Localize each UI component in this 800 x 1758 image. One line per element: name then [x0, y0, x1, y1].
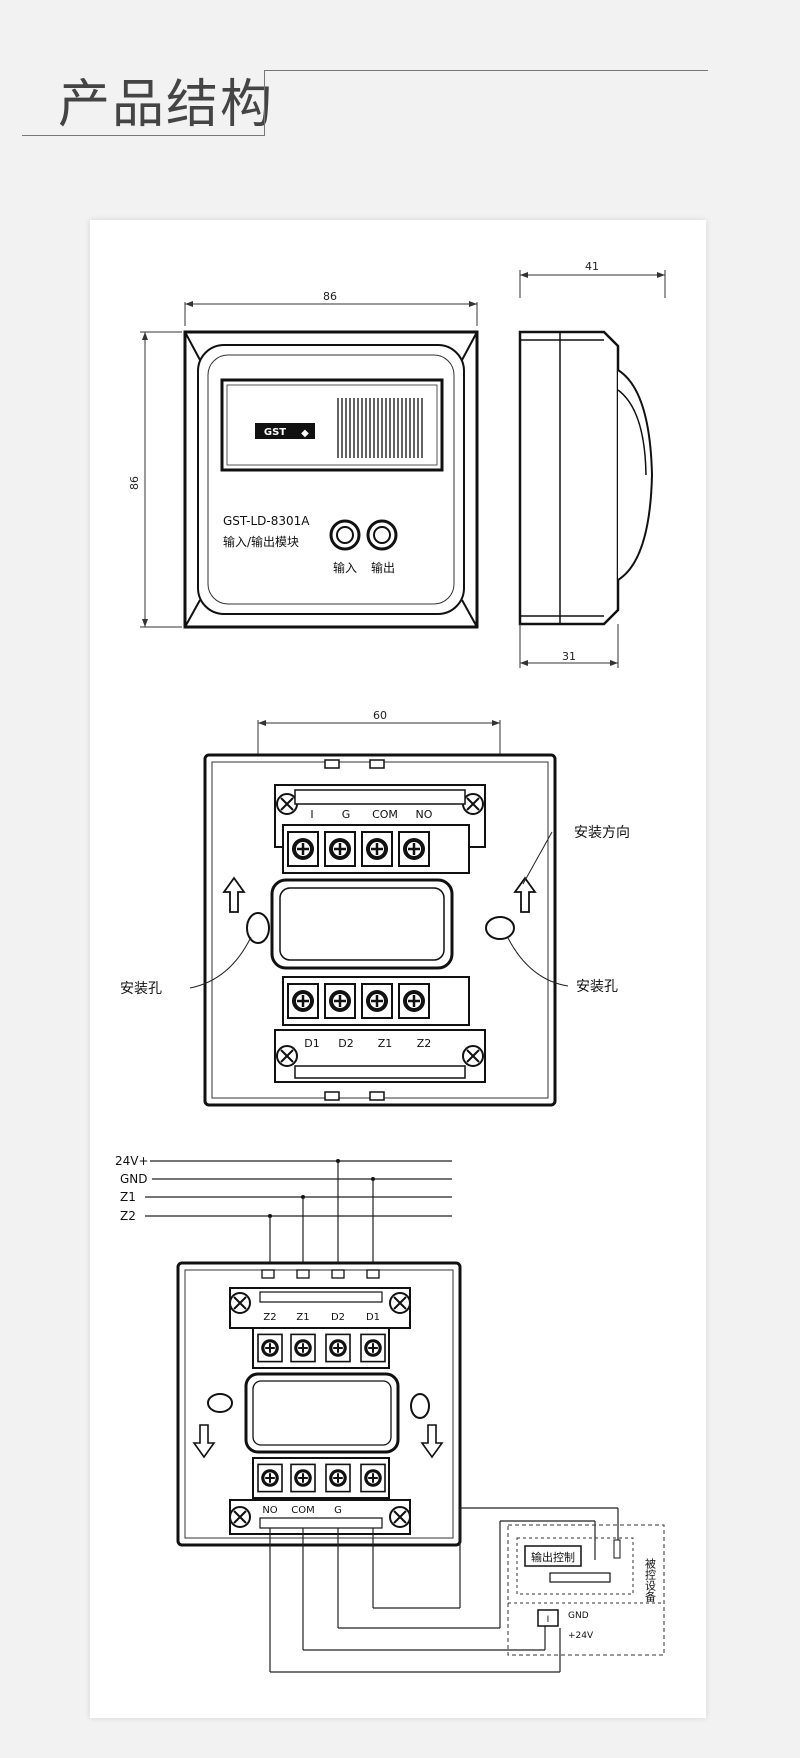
- controlled-device: 输出控制 I GND +24V 被控设备: [507, 1524, 665, 1656]
- svg-text:◆: ◆: [301, 428, 309, 439]
- output-led: [366, 519, 398, 551]
- device-label: 被控设备: [644, 1558, 657, 1603]
- back-terminal-top-4: NO: [416, 808, 433, 821]
- hole-spacing-dim: 60: [373, 709, 387, 722]
- header-rule-bottom: [22, 135, 265, 136]
- wiring-diagram: 24V+ GND Z1 Z2 Z2 Z1 D2 D1: [115, 1154, 665, 1673]
- direction-arrow-left-icon: [222, 876, 246, 913]
- mount-hole-right-label: 安装孔: [576, 979, 618, 995]
- wiring-terminal-top-2: Z1: [296, 1312, 309, 1323]
- front-height-dim: 86: [128, 476, 141, 490]
- back-terminal-bottom-2: D2: [338, 1037, 353, 1050]
- input-led: [329, 519, 361, 551]
- bus-24v: 24V+: [115, 1154, 149, 1168]
- back-terminal-top-1: I: [310, 808, 313, 821]
- svg-text:GST: GST: [264, 427, 286, 438]
- header-rule-top: [264, 70, 708, 71]
- bus-gnd: GND: [120, 1172, 148, 1186]
- back-terminal-bottom-1: D1: [304, 1037, 319, 1050]
- back-view: 60 I G COM NO D1 D2 Z1 Z2: [120, 709, 630, 1107]
- direction-arrow-right-icon: [513, 876, 537, 913]
- diagram-card: 86 86 GST ◆: [90, 220, 706, 1718]
- back-terminal-bottom-3: Z1: [378, 1037, 393, 1050]
- front-width-dim: 86: [323, 290, 337, 303]
- mount-hole-right: [485, 916, 515, 940]
- side-base-dim: 31: [562, 650, 576, 663]
- mount-hole-left-label: 安装孔: [120, 981, 162, 997]
- diagram-canvas: 86 86 GST ◆: [115, 260, 666, 1673]
- page-title: 产品结构: [58, 75, 275, 135]
- wiring-terminal-top-1: Z2: [263, 1312, 276, 1323]
- device-gnd-label: GND: [568, 1611, 589, 1621]
- back-terminal-bottom-4: Z2: [417, 1037, 432, 1050]
- mount-hole-left: [246, 912, 270, 944]
- back-terminal-top-3: COM: [372, 808, 398, 821]
- back-terminal-top-2: G: [342, 808, 351, 821]
- wiring-terminal-top-3: D2: [331, 1312, 345, 1323]
- output-control-label: 输出控制: [531, 1550, 575, 1564]
- front-view: 86 86 GST ◆: [128, 290, 479, 629]
- bus-z1: Z1: [120, 1190, 136, 1204]
- module-name: 输入/输出模块: [223, 534, 299, 549]
- input-led-label: 输入: [333, 560, 357, 575]
- side-depth-dim: 41: [585, 260, 599, 273]
- gst-logo: GST ◆: [255, 423, 315, 439]
- wiring-terminal-bottom-1: NO: [262, 1505, 277, 1516]
- speaker-grille: [337, 398, 423, 458]
- install-direction-label: 安装方向: [574, 825, 630, 841]
- wiring-terminal-top-4: D1: [366, 1312, 380, 1323]
- bus-z2: Z2: [120, 1209, 136, 1223]
- model-number: GST-LD-8301A: [223, 514, 310, 528]
- side-view: 41 31: [518, 260, 666, 668]
- header-rule-vertical: [264, 70, 265, 136]
- down-arrow-left-icon: [192, 1424, 216, 1459]
- output-led-label: 输出: [371, 560, 395, 575]
- svg-text:I: I: [547, 1615, 550, 1625]
- wiring-terminal-bottom-2: COM: [291, 1505, 314, 1516]
- device-24v-label: +24V: [568, 1631, 594, 1641]
- wiring-terminal-bottom-3: G: [334, 1505, 342, 1516]
- down-arrow-right-icon: [420, 1424, 444, 1459]
